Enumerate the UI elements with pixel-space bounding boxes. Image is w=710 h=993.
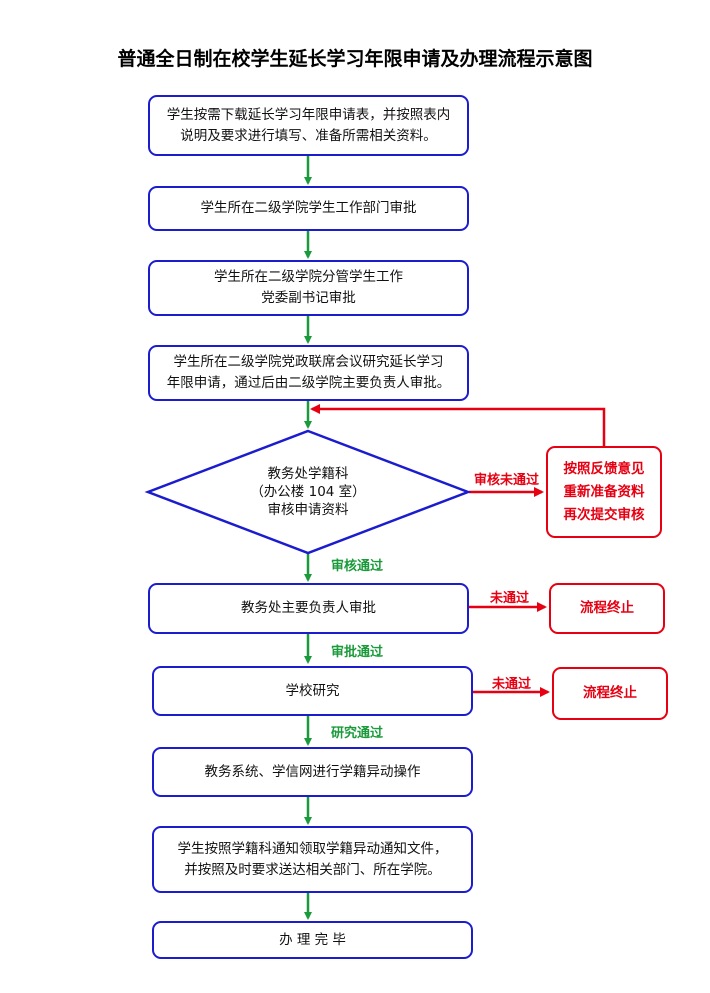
feedback-line1: 按照反馈意见 [563, 460, 645, 477]
step-download-form: 学生按需下载延长学习年限申请表，并按照表内 说明及要求进行填写、准备所需相关资料… [148, 95, 469, 156]
label-review-passed: 审核通过 [331, 559, 384, 574]
feedback-line2: 重新准备资料 [563, 483, 645, 500]
arrow-feedback-return [310, 404, 606, 446]
step-college-meeting-line1: 学生所在二级学院党政联席会议研究延长学习 [173, 354, 444, 370]
end-box-2: 流程终止 [552, 667, 668, 720]
step-office-head-approval: 教务处主要负责人审批 [148, 583, 469, 634]
step-dept-approval: 学生所在二级学院学生工作部门审批 [148, 186, 469, 231]
end-box-2-text: 流程终止 [583, 685, 637, 701]
step-system-operation: 教务系统、学信网进行学籍异动操作 [152, 747, 473, 797]
end-box-1-text: 流程终止 [580, 600, 634, 616]
step-secretary-approval-line2: 党委副书记审批 [261, 290, 356, 306]
label-approval-passed: 审批通过 [331, 645, 384, 660]
step-dept-approval-text: 学生所在二级学院学生工作部门审批 [200, 200, 417, 216]
step-receive-notice-line2: 并按照及时要求送达相关部门、所在学院。 [184, 861, 441, 878]
step-receive-notice-line1: 学生按照学籍科通知领取学籍异动通知文件， [177, 840, 448, 857]
step-secretary-approval-line1: 学生所在二级学院分管学生工作 [214, 269, 403, 285]
label-study-passed: 研究通过 [331, 726, 384, 741]
decision-line3: 审核申请资料 [267, 502, 349, 518]
step-download-form-line2: 说明及要求进行填写、准备所需相关资料。 [180, 127, 437, 144]
feedback-line3: 再次提交审核 [563, 506, 645, 523]
decision-line1: 教务处学籍科 [267, 466, 349, 482]
end-box-1: 流程终止 [549, 583, 665, 634]
step-receive-notice: 学生按照学籍科通知领取学籍异动通知文件， 并按照及时要求送达相关部门、所在学院。 [152, 826, 473, 893]
decision-text: 教务处学籍科 （办公楼 104 室） 审核申请资料 [218, 465, 398, 519]
step-secretary-approval: 学生所在二级学院分管学生工作 党委副书记审批 [148, 260, 469, 316]
step-school-study-text: 学校研究 [285, 682, 340, 699]
page-title: 普通全日制在校学生延长学习年限申请及办理流程示意图 [117, 48, 593, 70]
decision-line2: （办公楼 104 室） [250, 484, 366, 500]
label-not-passed-1: 未通过 [490, 591, 530, 606]
decision-diamond [144, 429, 472, 555]
step-download-form-line1: 学生按需下载延长学习年限申请表，并按照表内 [166, 106, 451, 123]
step-complete-text: 办 理 完 毕 [279, 931, 346, 948]
step-school-study: 学校研究 [152, 666, 473, 716]
step-office-head-approval-text: 教务处主要负责人审批 [241, 600, 376, 616]
label-not-passed-2: 未通过 [492, 677, 532, 692]
step-college-meeting: 学生所在二级学院党政联席会议研究延长学习 年限申请，通过后由二级学院主要负责人审… [148, 345, 469, 401]
label-review-failed: 审核未通过 [474, 473, 540, 488]
step-system-operation-text: 教务系统、学信网进行学籍异动操作 [204, 763, 421, 780]
feedback-box: 按照反馈意见 重新准备资料 再次提交审核 [546, 446, 662, 538]
step-college-meeting-line2: 年限申请，通过后由二级学院主要负责人审批。 [166, 375, 451, 391]
step-complete: 办 理 完 毕 [152, 921, 473, 959]
